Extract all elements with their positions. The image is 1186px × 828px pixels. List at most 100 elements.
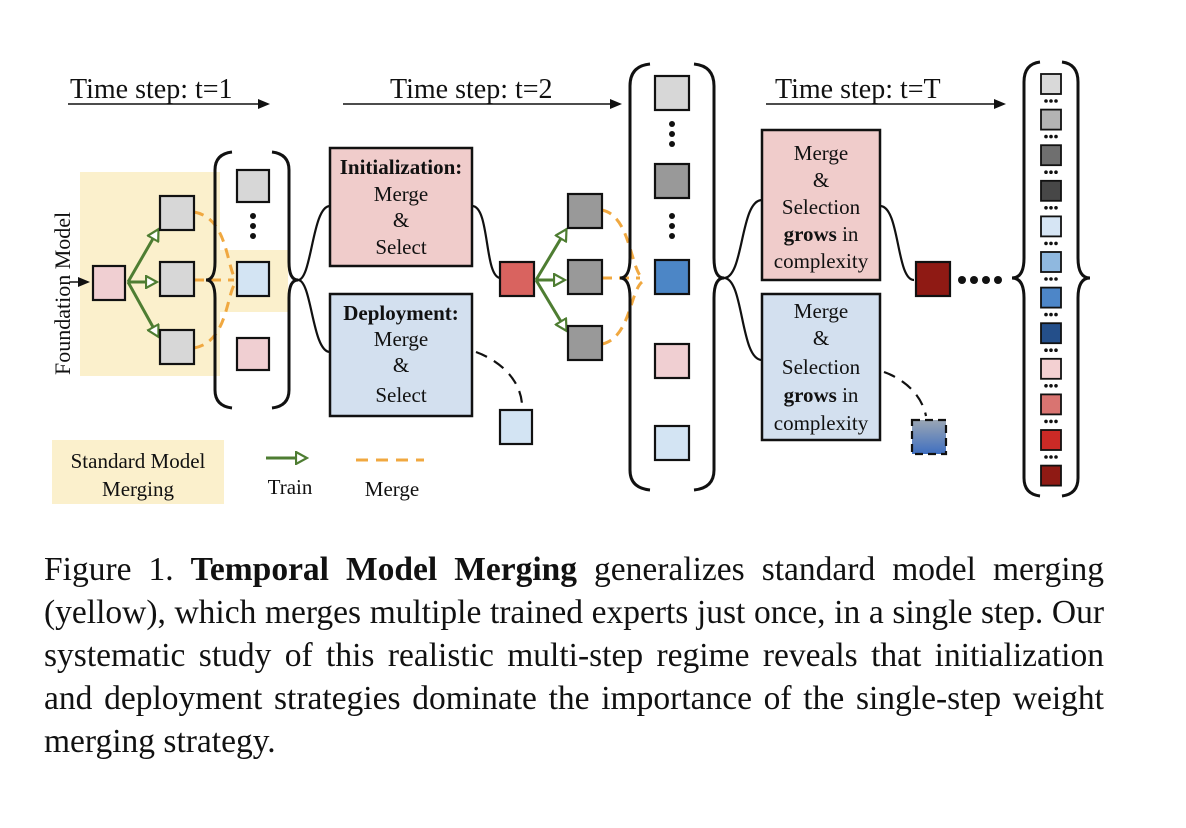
merged-model-square xyxy=(653,258,691,296)
deployment-title: Deployment: xyxy=(343,301,458,325)
initialization-line: Select xyxy=(375,235,426,259)
grows-bold-word: grows xyxy=(784,222,837,246)
connector-curve xyxy=(297,204,331,282)
deployment-line: & xyxy=(393,353,409,377)
ellipsis-horizontal-icon xyxy=(958,276,1002,284)
caption-prefix: Figure 1. xyxy=(44,551,191,588)
foundation-model-label: Foundation Model xyxy=(50,212,75,375)
pool-model-square xyxy=(235,336,271,372)
ellipsis-vertical-icon xyxy=(669,213,675,239)
connector-curve xyxy=(723,276,763,362)
initialized-model-square xyxy=(498,260,536,298)
step2-models xyxy=(566,192,604,362)
connector-curve xyxy=(723,198,763,280)
ellipsis-horizontal-icon xyxy=(1044,277,1058,281)
grows-box-frame xyxy=(760,292,882,442)
pool-model-square xyxy=(653,74,691,112)
final-stack-model-square xyxy=(1040,322,1062,345)
pool-model-square xyxy=(653,162,691,200)
legend-standard-swatch xyxy=(52,440,224,504)
final-stack-model-square xyxy=(1040,179,1062,202)
pool-right-bracket xyxy=(1061,60,1091,498)
deployment-box-frame xyxy=(328,292,474,418)
grows-box-line: & xyxy=(813,168,829,192)
train-arrow xyxy=(126,281,158,336)
deployed-model-square xyxy=(498,408,534,446)
foundation-model-square xyxy=(91,264,127,302)
final-stack-model-square xyxy=(1040,144,1062,167)
step1-models xyxy=(91,194,196,366)
final-initialized-model-square xyxy=(914,260,952,298)
grows-suffix: in xyxy=(837,383,859,407)
initialization-box-frame xyxy=(328,146,474,268)
final-stack-model-square xyxy=(1040,251,1062,273)
figure-caption: Figure 1. Temporal Model Merging general… xyxy=(44,548,1104,763)
temporal-model-merging-diagram: Time step: t=1 Time step: t=2 Time step:… xyxy=(50,60,1091,504)
timestep-T-label: Time step: t=T xyxy=(775,74,941,105)
timestep-1-header: Time step: t=1 xyxy=(68,74,270,109)
final-stack-model-square xyxy=(1040,429,1062,451)
legend-standard-label: Standard Model xyxy=(71,449,206,473)
legend-standard-label: Merging xyxy=(102,477,174,501)
expert-model-square xyxy=(566,192,604,230)
ellipsis-horizontal-icon xyxy=(1044,206,1058,210)
ellipsis-vertical-icon xyxy=(250,213,256,239)
model-pool-step2 xyxy=(619,62,725,492)
pool-model-square xyxy=(235,168,271,204)
timestep-2-header: Time step: t=2 xyxy=(343,74,622,109)
deployment-line: Merge xyxy=(374,327,428,351)
final-stack-model-square xyxy=(1040,73,1062,95)
deployment-box: Deployment: Merge & Select xyxy=(328,292,474,418)
final-model-stack xyxy=(1040,73,1062,487)
expert-model-square xyxy=(566,258,604,296)
grows-connector xyxy=(879,204,915,282)
pool-left-bracket xyxy=(619,62,651,492)
model-pool-final xyxy=(1011,60,1091,498)
expert-model-square xyxy=(158,328,196,366)
expert-model-square xyxy=(158,194,196,232)
grows-box-line: Selection xyxy=(782,195,861,219)
ellipsis-horizontal-icon xyxy=(1044,348,1058,353)
merge-lines-step1 xyxy=(193,210,238,350)
caption-bold-title: Temporal Model Merging xyxy=(190,551,578,588)
expert-model-square xyxy=(566,324,604,362)
timestep-T-header: Time step: t=T xyxy=(766,74,1006,109)
ellipsis-horizontal-icon xyxy=(1044,312,1058,317)
final-stack-model-square xyxy=(1040,393,1062,416)
caption-text: generalizes standard model merging (yell… xyxy=(44,551,1105,760)
initialization-title: Initialization: xyxy=(340,155,463,179)
train-arrows-step1 xyxy=(126,230,158,336)
grows-box-line: & xyxy=(813,326,829,350)
pool2-connectors xyxy=(723,198,763,362)
ellipsis-horizontal-icon xyxy=(1044,99,1058,103)
timestep-2-label: Time step: t=2 xyxy=(390,74,553,105)
grows-complexity-box-top: Merge & Selection grows in complexity xyxy=(760,128,882,282)
ellipsis-horizontal-icon xyxy=(1044,384,1058,388)
train-arrow xyxy=(126,230,158,283)
ellipsis-horizontal-icon xyxy=(1044,455,1058,459)
ellipsis-horizontal-icon xyxy=(1044,134,1058,139)
grows-box-line: grows in xyxy=(784,222,859,246)
legend-merge-label: Merge xyxy=(365,477,419,501)
grows-bold-word: grows xyxy=(784,383,837,407)
merged-model-square xyxy=(235,260,271,298)
initialization-line: Merge xyxy=(374,182,428,206)
grows-box-line: Merge xyxy=(794,299,848,323)
connector-curve xyxy=(297,278,331,354)
init-connector xyxy=(471,204,501,280)
final-stack-model-square xyxy=(1040,357,1062,380)
pool-left-bracket xyxy=(205,150,233,410)
pool-model-square xyxy=(653,342,691,380)
legend: Standard Model Merging Train Merge xyxy=(52,440,424,504)
final-stack-model-square xyxy=(1040,286,1062,309)
grows-complexity-box-bottom: Merge & Selection grows in complexity xyxy=(760,292,882,442)
deployment-line: Select xyxy=(375,383,426,407)
grows-box-line: complexity xyxy=(774,249,869,273)
merge-line xyxy=(193,210,238,281)
ellipsis-horizontal-icon xyxy=(1044,419,1058,424)
expert-model-square xyxy=(158,260,196,298)
grows-box-line: Merge xyxy=(794,141,848,165)
pool-right-bracket xyxy=(693,62,725,492)
merge-line xyxy=(601,280,644,346)
grows-box-line: Selection xyxy=(782,355,861,379)
